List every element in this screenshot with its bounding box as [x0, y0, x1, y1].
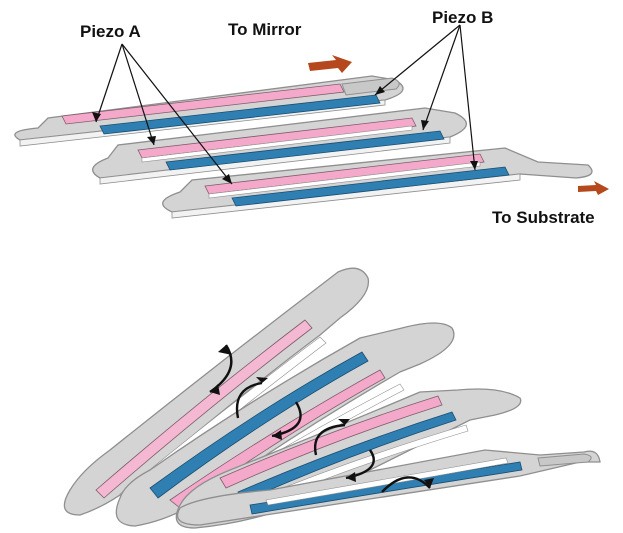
to-substrate-label: To Substrate — [492, 208, 595, 228]
piezo-a-label: Piezo A — [80, 22, 141, 42]
bent-actuator-stack — [64, 268, 600, 528]
piezo-b-label: Piezo B — [432, 8, 493, 28]
to-mirror-arrow — [308, 55, 352, 73]
flat-actuator-stack — [15, 25, 609, 218]
to-mirror-label: To Mirror — [228, 20, 301, 40]
to-substrate-arrow — [578, 181, 609, 195]
